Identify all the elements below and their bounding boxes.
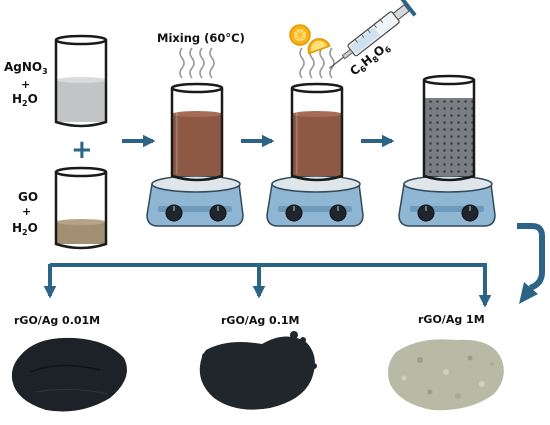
- agno3-water-label: H2O: [12, 92, 38, 108]
- knob-right-icon: [209, 204, 227, 222]
- knob-right-icon: [461, 204, 479, 222]
- knob-right-icon: [329, 204, 347, 222]
- powder-2: [199, 331, 317, 410]
- go-water-label: H2O: [12, 221, 38, 237]
- knob-left-icon: [285, 204, 303, 222]
- steam-mixing-icon: [179, 47, 215, 79]
- precipitate-beaker: [422, 74, 476, 182]
- go-label: GO: [18, 190, 38, 204]
- hotplate-reduction: [266, 175, 364, 227]
- curved-arrow-head: [519, 282, 538, 304]
- precipitate-suspension: [424, 98, 474, 176]
- steam-reduction-icon: [299, 47, 335, 79]
- curved-arrow: [517, 223, 545, 291]
- hotplate-precipitate: [398, 175, 496, 227]
- hotplate-mixing: [146, 175, 244, 227]
- product-label-2: rGO/Ag 0.1M: [221, 314, 299, 327]
- go-plus: +: [22, 205, 31, 218]
- reduction-beaker: [290, 82, 344, 182]
- ascorbic-acid-formula: C6H8O6: [347, 39, 393, 80]
- product-label-1: rGO/Ag 0.01M: [14, 314, 100, 327]
- agno3-beaker: [54, 34, 108, 128]
- agno3-plus: +: [21, 78, 30, 91]
- mixing-label: Mixing (60°C): [157, 31, 245, 45]
- mixing-beaker: [170, 82, 224, 182]
- product-label-3: rGO/Ag 1M: [418, 313, 485, 326]
- powder-1: [11, 337, 127, 412]
- knob-left-icon: [417, 204, 435, 222]
- agno3-label: AgNO3: [4, 60, 48, 76]
- powder-0-1m: [199, 336, 315, 410]
- powder-3: [388, 339, 504, 411]
- powder-0-01m: [11, 337, 127, 412]
- knob-left-icon: [165, 204, 183, 222]
- combine-plus-sign: +: [71, 135, 93, 165]
- graphene-oxide-solution: [56, 222, 106, 244]
- syringe-icon: [329, 0, 417, 69]
- silver-nitrate-solution: [56, 80, 106, 122]
- go-beaker: [54, 166, 108, 250]
- lemon-slices-icon: [289, 24, 331, 55]
